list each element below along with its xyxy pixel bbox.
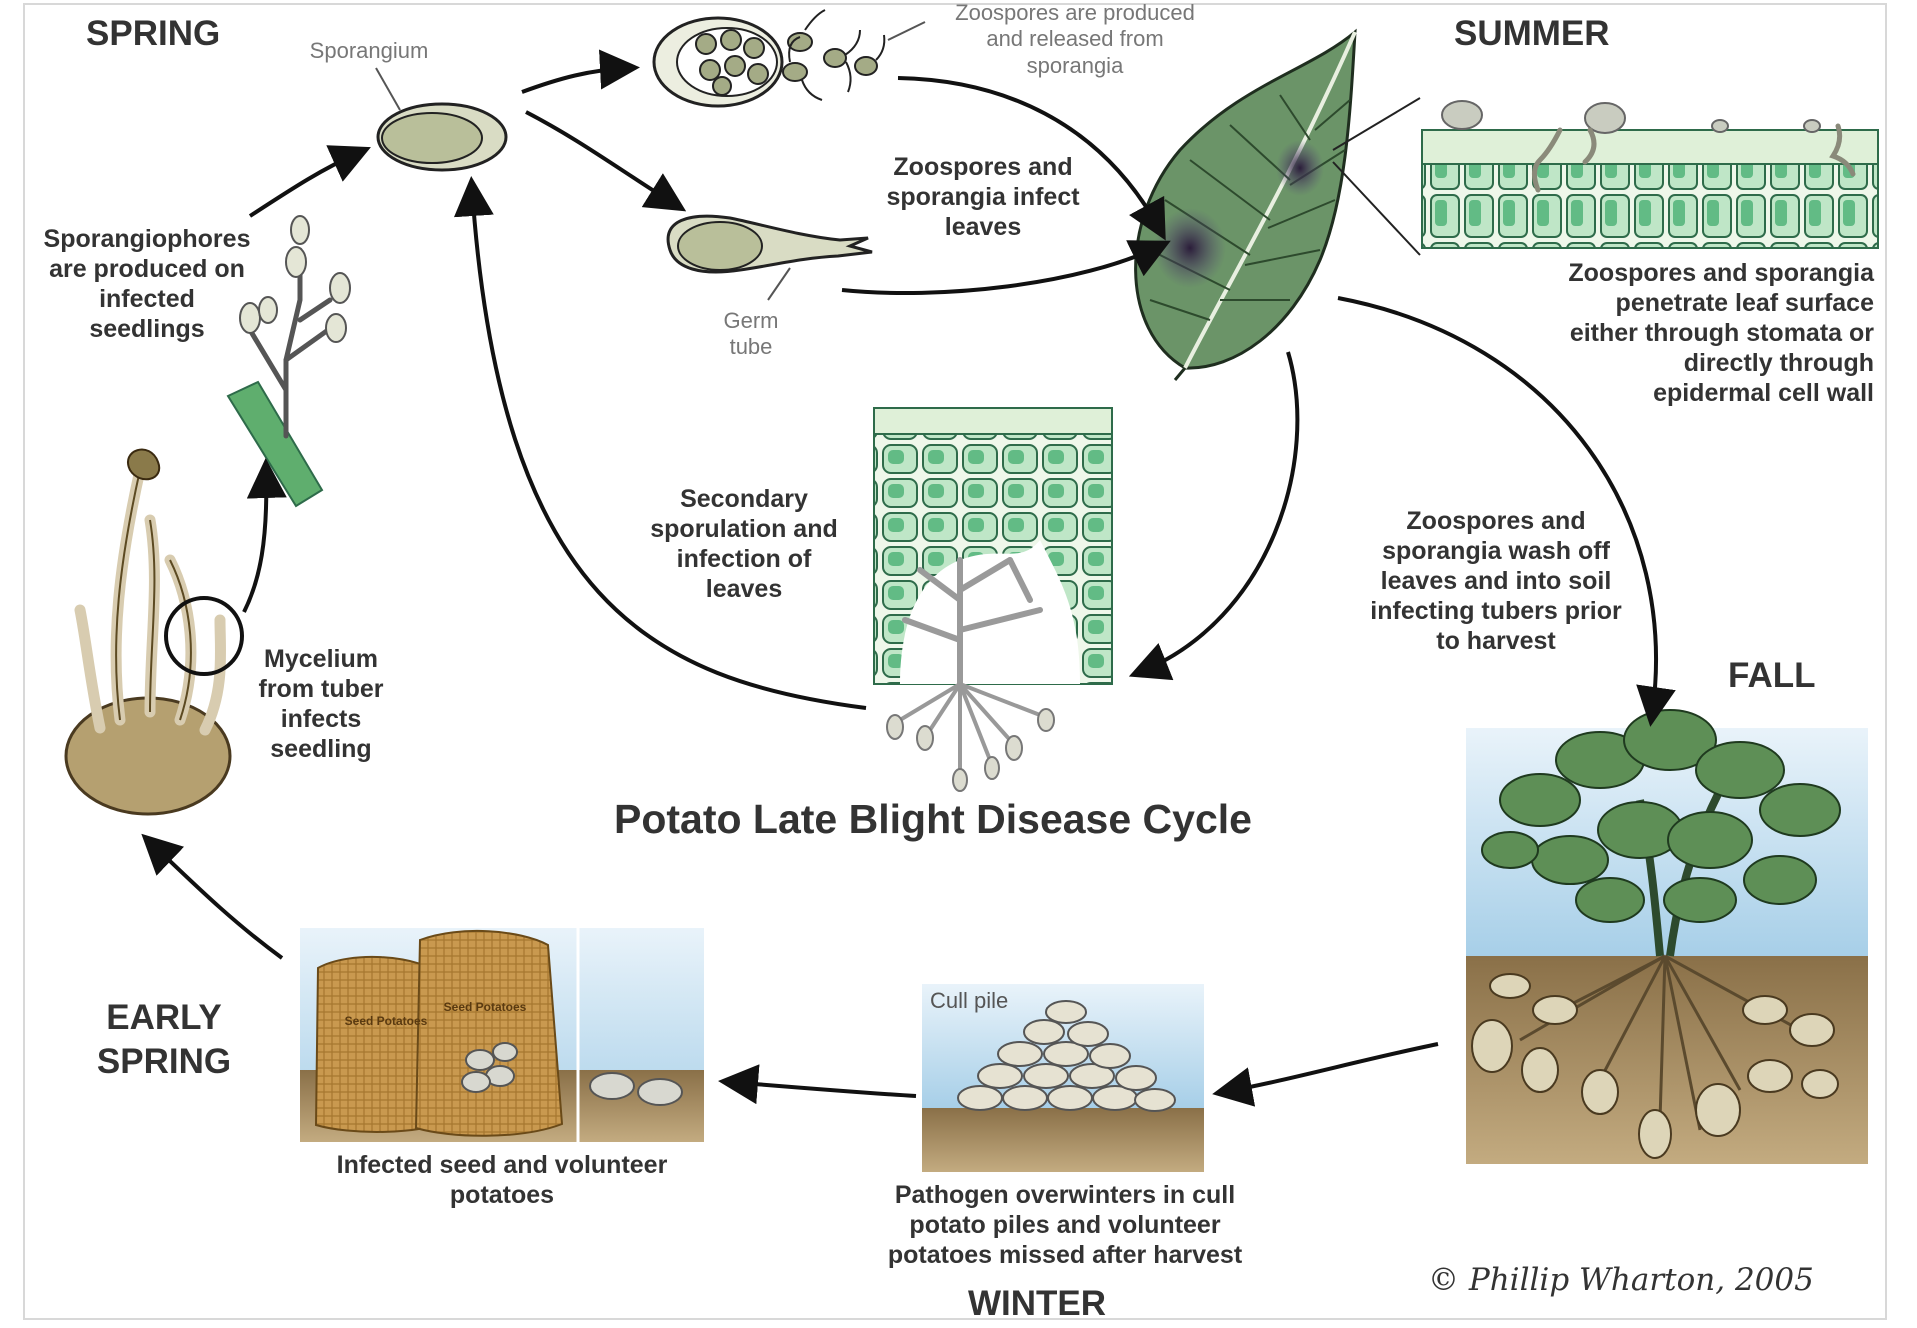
label-infect-leaves: Zoospores and sporangia infect leaves (886, 153, 1080, 241)
season-spring: SPRING (86, 14, 221, 53)
arrow-zoospores-to-leaf (897, 76, 1166, 241)
arrow-sporangiophore-to-sporangium (248, 145, 371, 218)
arrow-early-spring-to-tuber (141, 833, 284, 960)
sprouting-tuber-illustration (64, 448, 244, 816)
germ-tube-illustration (666, 214, 873, 301)
label-mycelium: Mycelium from tuber infects seedling (258, 645, 384, 763)
season-winter: WINTER (968, 1284, 1107, 1323)
infected-leaf-illustration (1134, 28, 1421, 381)
arrow-fall-to-winter (1212, 1042, 1439, 1107)
arrow-tuber-to-seedling (242, 458, 287, 613)
arrow-secondary-to-sporangium (453, 176, 867, 710)
cycle-arrows (141, 49, 1676, 1107)
diagram-title: Potato Late Blight Disease Cycle (614, 796, 1252, 842)
label-sporangiophores: Sporangiophores are produced on infected… (43, 225, 251, 343)
label-overwinters: Pathogen overwinters in cull potato pile… (887, 1181, 1243, 1269)
sporangiophore-illustration (226, 215, 351, 508)
secondary-sporulation-section (873, 407, 1113, 792)
arrow-winter-to-early-spring (718, 1064, 917, 1105)
arrow-sporangium-to-zoospores (521, 49, 640, 94)
sporangium-illustration (375, 67, 508, 172)
arrow-sporangium-to-germ-tube (525, 110, 687, 212)
label-wash-off: Zoospores and sporangia wash off leaves … (1370, 507, 1622, 655)
label-seed-bag-2: Seed Potatoes (443, 1000, 527, 1014)
season-early-spring: EARLY SPRING (96, 998, 232, 1081)
label-penetrate-leaf: Zoospores and sporangia penetrate leaf s… (1568, 259, 1874, 407)
arrow-leaf-to-fall (1337, 296, 1676, 727)
cull-pile-illustration (922, 984, 1204, 1172)
leaf-cross-section (1421, 100, 1879, 249)
arrow-germ-tube-to-leaf (841, 240, 1171, 296)
frame-border (23, 3, 1887, 1320)
season-fall: FALL (1728, 656, 1816, 695)
label-germ-tube: Germ tube (723, 308, 779, 360)
label-sporangium: Sporangium (309, 38, 429, 63)
label-seed-bag-1: Seed Potatoes (344, 1014, 428, 1028)
label-infected-seed: Infected seed and volunteer potatoes (336, 1151, 668, 1209)
label-cull-pile: Cull pile (930, 988, 1009, 1013)
label-secondary-sporulation: Secondary sporulation and infection of l… (650, 485, 838, 603)
seed-potato-bags-illustration (300, 928, 704, 1142)
season-summer: SUMMER (1454, 14, 1610, 53)
potato-plant-illustration (1466, 709, 1868, 1164)
copyright-notice: © Phillip Wharton, 2005 (1428, 1262, 1814, 1298)
label-zoospores-produced: Zoospores are produced and released from… (955, 0, 1195, 78)
arrow-leaf-to-secondary (1128, 351, 1300, 681)
zoospore-release-illustration (652, 9, 926, 108)
